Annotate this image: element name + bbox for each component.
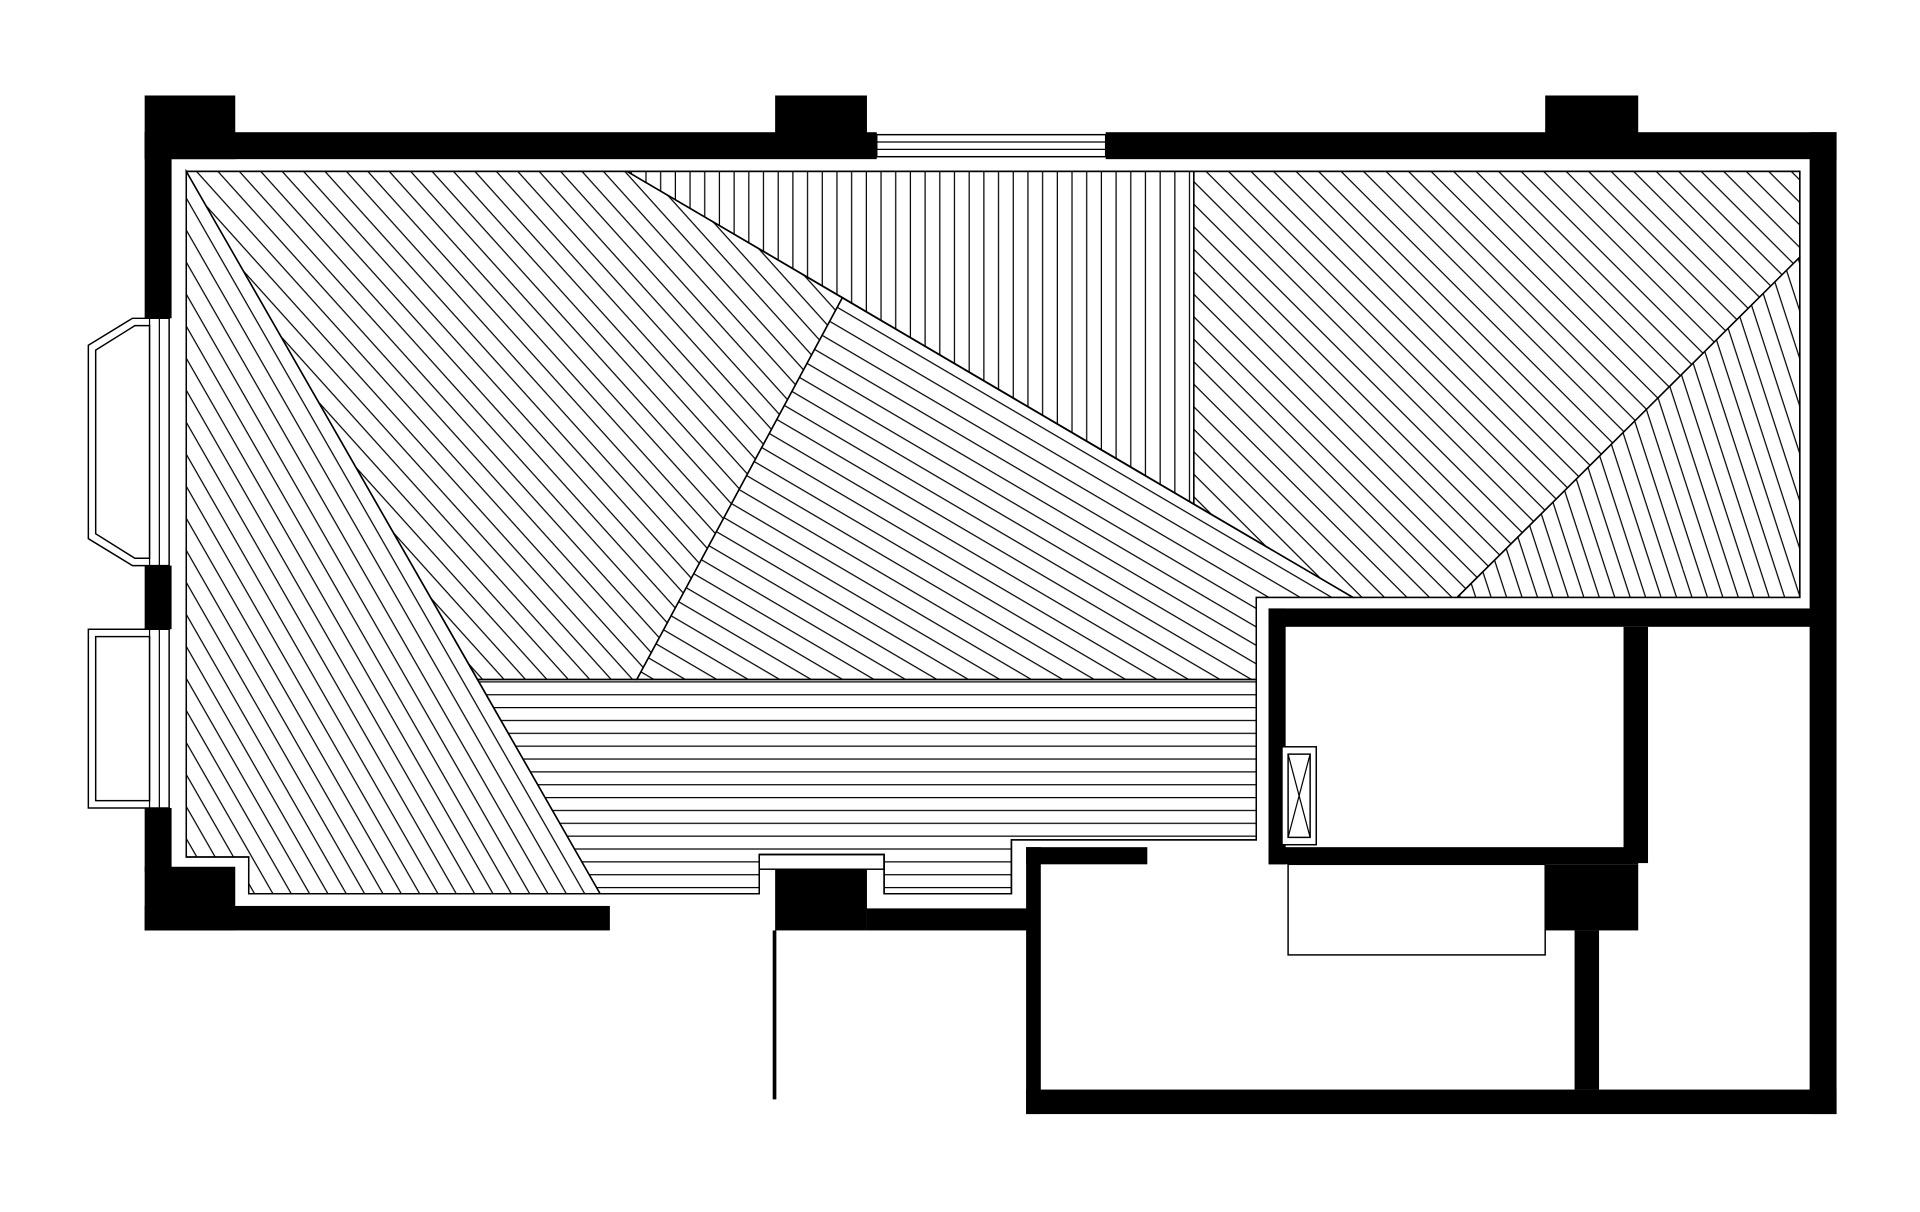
window-bay-left-upper (87, 317, 170, 567)
wall-bottom-left (144, 905, 610, 931)
counter (1287, 863, 1546, 956)
shaft-box (1281, 746, 1317, 846)
door-leaf (772, 930, 777, 1100)
bay-window-outer (87, 317, 170, 567)
column-top-middle (775, 95, 867, 138)
column-bottom-middle (775, 869, 867, 931)
shaft-box-inner (1287, 753, 1311, 839)
wall-lower-divider (1574, 930, 1600, 1090)
walls (144, 95, 1837, 1115)
wall-inner-top (1268, 608, 1813, 627)
window-top-frame (876, 133, 1107, 158)
wall-left-middle (144, 565, 172, 630)
column-inner-right (1545, 864, 1639, 931)
wall-left-lower (144, 808, 172, 872)
wall-lower-room-left (1026, 847, 1041, 1115)
wall-bottom-right (1026, 1089, 1837, 1115)
floor-hatching (185, 168, 1801, 895)
door-threshold (758, 853, 885, 870)
wall-left-upper (144, 132, 172, 319)
wall-top-left-segment (144, 132, 877, 160)
wall-top-right-segment (1105, 132, 1837, 160)
column-top-right (1545, 95, 1639, 138)
window-box-left-lower (87, 628, 170, 809)
floor-outline (185, 170, 1801, 895)
box-window-outer (87, 628, 170, 809)
wall-right (1809, 132, 1837, 1115)
window-top (876, 133, 1107, 158)
wall-bottom-middle (866, 908, 1039, 931)
wall-inner-bottom (1268, 847, 1639, 865)
wall-inner-divider (1623, 626, 1649, 864)
shaft-box-cross (1287, 753, 1311, 838)
wall-lower-room-top-stub (1026, 847, 1148, 865)
